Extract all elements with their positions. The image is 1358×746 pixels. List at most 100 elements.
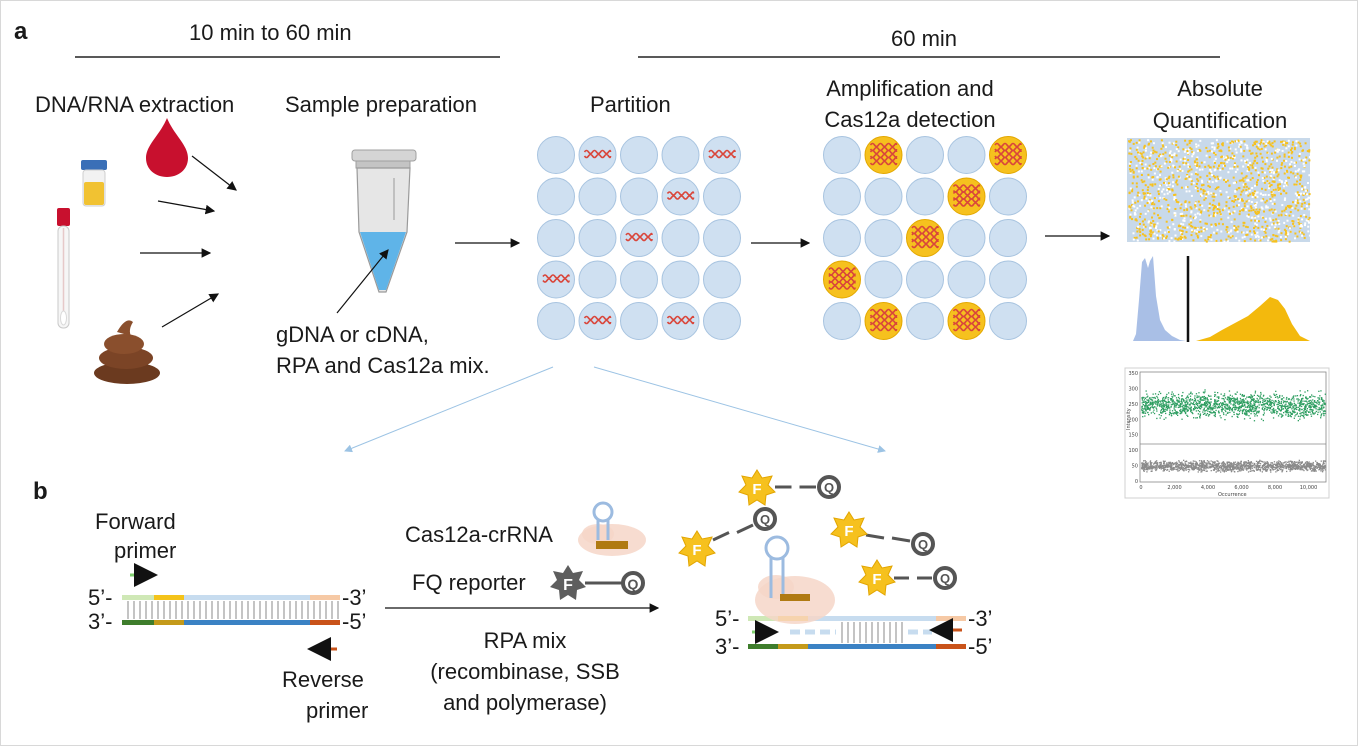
scatter-ytick: 300 [1128, 386, 1138, 392]
reagent-rpa-line3: and polymerase) [443, 690, 607, 715]
droplet [823, 177, 861, 216]
right-bottom-5prime: -5’ [968, 634, 993, 659]
droplet [906, 302, 944, 340]
droplet [620, 136, 658, 174]
fluorophore-letter: F [872, 571, 881, 588]
step-sample-prep: Sample preparation [285, 92, 478, 117]
fan-line-right [593, 366, 886, 453]
step-quantification-line2: Quantification [1152, 108, 1288, 133]
arrow-urine [157, 200, 216, 215]
blood-drop-icon [146, 118, 188, 177]
reverse-primer-label-line1: Reverse [282, 667, 364, 692]
scatter-xtick: 2,000 [1167, 485, 1181, 491]
panel-label-b: b [33, 478, 48, 505]
quencher-letter: Q [918, 537, 928, 552]
scatter-ytick: 250 [1128, 402, 1138, 408]
droplet [703, 302, 741, 340]
fluorophore-letter: F [752, 481, 761, 498]
arrow-stool [161, 293, 220, 328]
reverse-primer-label-line2: primer [306, 698, 369, 723]
mix-label-line2: RPA and Cas12a mix. [276, 353, 490, 378]
urine-cup-icon [81, 160, 107, 207]
fluorophore-letter: F [692, 542, 701, 559]
droplet [703, 260, 741, 299]
swab-tube-icon [57, 208, 70, 329]
droplet [620, 177, 658, 216]
arrow-blood [191, 155, 237, 191]
dsdna-left [122, 595, 340, 625]
quencher-letter: Q [940, 571, 950, 586]
scatter-xtick: 10,000 [1300, 485, 1318, 491]
histogram [1133, 256, 1310, 342]
scatter-ytick: 200 [1128, 417, 1138, 423]
droplet [537, 177, 575, 216]
scatter-ylabel: Intensity [1126, 408, 1132, 430]
droplet-image [1127, 138, 1311, 243]
droplet [537, 302, 575, 340]
droplet [620, 302, 658, 340]
droplet [906, 260, 944, 299]
scatter-xtick: 6,000 [1234, 485, 1248, 491]
fan-line-left [344, 366, 554, 453]
stool-icon [94, 320, 160, 384]
arrow-tube-mix [336, 249, 389, 314]
step-quantification-line1: Absolute [1177, 76, 1263, 101]
left-bottom-5prime: -5’ [342, 609, 367, 634]
scatter-xlabel: Occurrence [1218, 492, 1247, 498]
cas12a-crrna-icon [578, 501, 646, 556]
histogram-positive-peak [1196, 297, 1310, 341]
droplet [620, 260, 658, 299]
timeline-right-label: 60 min [891, 26, 958, 51]
droplet [537, 136, 575, 174]
droplet [989, 177, 1027, 216]
right-top-5prime: 5’- [715, 606, 740, 631]
reporter-q-letter: Q [628, 576, 639, 592]
scatter-ytick: 100 [1128, 448, 1138, 454]
droplet [947, 260, 986, 299]
forward-primer-label-line2: primer [114, 538, 177, 563]
reporter-f-letter: F [563, 577, 573, 594]
scatter-ytick: 150 [1128, 433, 1138, 439]
scatter-xtick: 0 [1139, 485, 1142, 491]
forward-primer-label-line1: Forward [95, 509, 176, 534]
detection-grid [823, 136, 1027, 340]
panel-label-a: a [14, 18, 28, 45]
left-top-3prime: -3’ [342, 585, 367, 610]
droplet [823, 136, 861, 174]
droplet [864, 219, 903, 257]
partition-grid [537, 136, 741, 340]
left-bottom-3prime: 3’- [88, 609, 113, 634]
right-bottom-3prime: 3’- [715, 634, 740, 659]
step-amplification-line2: Cas12a detection [824, 107, 996, 132]
scatter-xtick: 4,000 [1201, 485, 1215, 491]
step-partition: Partition [590, 92, 671, 117]
quencher-letter: Q [760, 512, 770, 527]
droplet [864, 260, 903, 299]
reagent-reporter: FQ reporter [412, 570, 526, 595]
droplet [661, 219, 700, 257]
mix-label-line1: gDNA or cDNA, [276, 322, 429, 347]
droplet [537, 219, 575, 257]
histogram-negative-peak [1133, 256, 1186, 341]
droplet [823, 219, 861, 257]
step-amplification-line1: Amplification and [826, 76, 994, 101]
left-top-5prime: 5’- [88, 585, 113, 610]
droplet [578, 219, 617, 257]
scatter-ytick: 50 [1132, 464, 1138, 470]
reagent-rpa-line1: RPA mix [483, 628, 567, 653]
droplet [703, 219, 741, 257]
reagent-rpa-line2: (recombinase, SSB [430, 659, 620, 684]
droplet [906, 177, 944, 216]
droplet [578, 260, 617, 299]
quencher-letter: Q [824, 480, 834, 495]
droplet [864, 177, 903, 216]
sample-tube-icon [351, 149, 417, 293]
fq-reporter-icon [550, 565, 645, 600]
droplet [947, 219, 986, 257]
droplet [989, 260, 1027, 299]
fluorophore-letter: F [844, 523, 853, 540]
